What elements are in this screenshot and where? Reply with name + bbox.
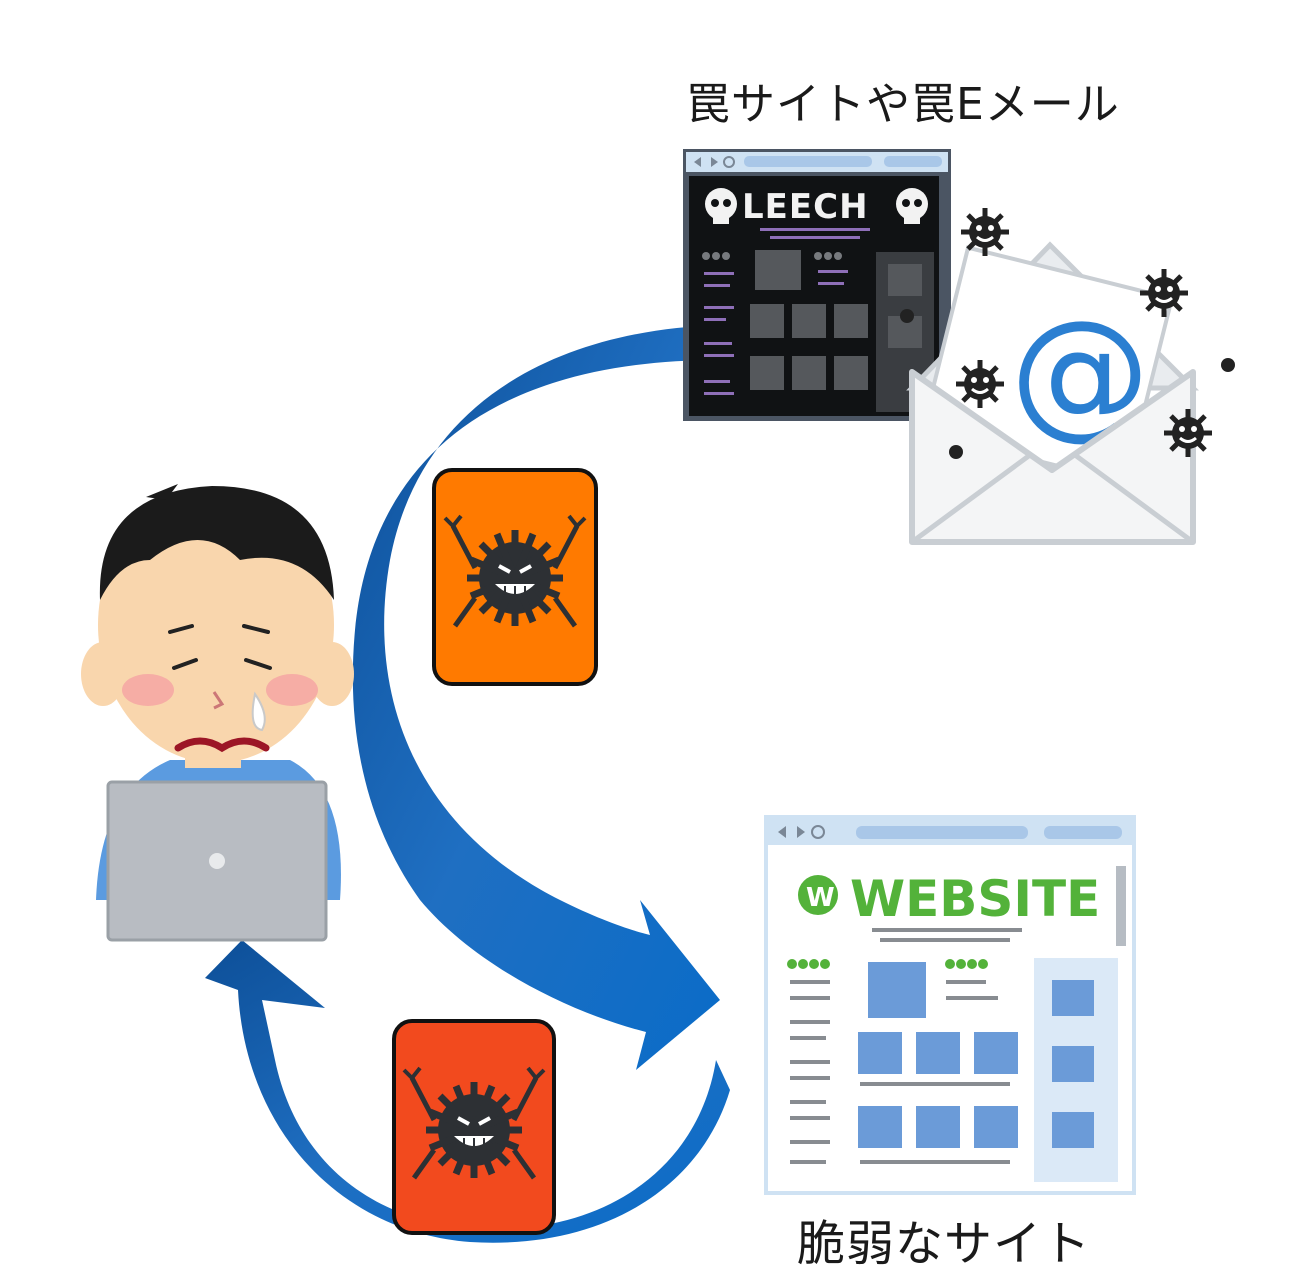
- website-logo: W WEBSITE: [798, 870, 1100, 928]
- website-logo-badge: W: [806, 883, 835, 913]
- trap-site-window: LEECH: [683, 149, 951, 421]
- browser-icon: [694, 156, 942, 168]
- skull-icon: [705, 188, 737, 224]
- skull-icon: [896, 188, 928, 224]
- laptop-icon: [106, 780, 328, 942]
- trap-site-logo: LEECH: [742, 187, 869, 227]
- website-logo-text: WEBSITE: [850, 870, 1100, 928]
- virus-card-red: [392, 1019, 556, 1235]
- flow-arrow-website-to-user: [205, 940, 730, 1243]
- virus-card-orange: [432, 468, 598, 686]
- vulnerable-site-label: 脆弱なサイト: [797, 1216, 1092, 1272]
- virus-icon: [900, 208, 1235, 459]
- vulnerable-site-window: W WEBSITE: [764, 815, 1136, 1195]
- trap-site-label: 罠サイトや罠Eメール: [686, 79, 1120, 130]
- email-icon: @: [906, 241, 1200, 545]
- flow-arrow-trap-to-website: [352, 325, 720, 1070]
- browser-icon: [778, 825, 1122, 839]
